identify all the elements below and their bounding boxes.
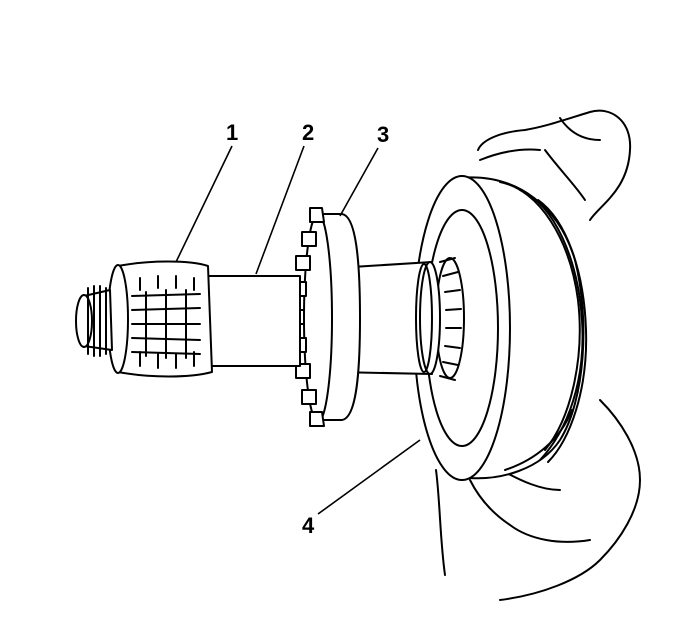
callout-4: 4 <box>302 513 315 538</box>
hand <box>435 109 641 601</box>
drum <box>413 175 588 481</box>
needle-bearing <box>107 260 213 378</box>
leader-3 <box>339 147 379 217</box>
shaft-front <box>205 275 301 367</box>
callout-1: 1 <box>226 120 239 145</box>
leader-1 <box>175 145 233 263</box>
sprocket-gear <box>289 207 361 427</box>
leader-4 <box>317 439 421 515</box>
callout-3: 3 <box>377 122 390 147</box>
leader-2 <box>255 145 305 275</box>
callout-2: 2 <box>302 120 315 145</box>
spline-end <box>75 285 113 357</box>
